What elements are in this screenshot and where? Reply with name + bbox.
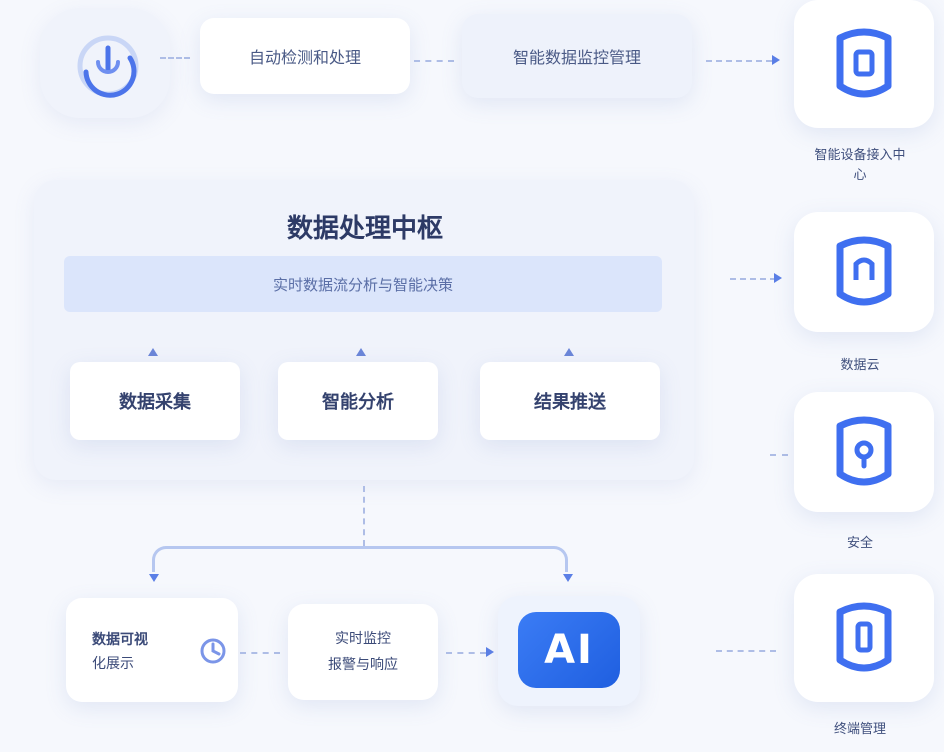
connector-arrow xyxy=(149,574,159,582)
module-box: 结果推送 xyxy=(480,362,660,440)
connector-line xyxy=(363,486,365,546)
top-step2-label: 智能数据监控管理 xyxy=(512,48,641,67)
center-panel-title: 数据处理中枢 xyxy=(286,214,443,244)
module-label: 数据采集 xyxy=(119,392,191,413)
connector-line xyxy=(414,60,454,62)
connector-line xyxy=(160,57,190,59)
module-label: 智能分析 xyxy=(322,392,394,413)
connector-arrow xyxy=(774,273,782,283)
bottom-node-1: 数据可视 化展示 xyxy=(66,598,238,702)
center-banner-text: 实时数据流分析与智能决策 xyxy=(272,275,453,294)
shield-icon xyxy=(836,28,892,98)
connector-arrow xyxy=(356,348,366,356)
ai-badge-text: AI xyxy=(544,627,594,673)
label-line: 实时监控 xyxy=(335,631,391,647)
module-box: 智能分析 xyxy=(278,362,438,440)
connector-line xyxy=(152,546,568,572)
top-start-node xyxy=(40,8,170,118)
connector-line xyxy=(730,278,776,280)
side-caption: 安全 xyxy=(846,536,873,551)
cloud-shield-icon xyxy=(836,236,892,306)
connector-arrow xyxy=(564,348,574,356)
device-shield-icon xyxy=(836,602,892,672)
side-caption: 智能设备接入中心 xyxy=(814,148,906,183)
connector-arrow xyxy=(772,55,780,65)
side-node xyxy=(794,212,934,332)
bottom-node-2: 实时监控 报警与响应 xyxy=(288,604,438,700)
side-node xyxy=(794,574,934,702)
fingerprint-icon xyxy=(77,35,139,98)
connector-arrow xyxy=(148,348,158,356)
ai-node: AI xyxy=(498,596,640,706)
connector-line xyxy=(770,454,788,456)
connector-line xyxy=(446,652,486,654)
lock-shield-icon xyxy=(836,416,892,486)
center-banner: 实时数据流分析与智能决策 xyxy=(64,256,662,312)
label-line: 数据可视 xyxy=(92,632,148,648)
bottom-node-2-label: 实时监控 报警与响应 xyxy=(288,626,438,678)
top-step1-box: 自动检测和处理 xyxy=(200,18,410,94)
bottom-node-1-label: 数据可视 化展示 xyxy=(92,628,148,676)
connector-line xyxy=(706,60,772,62)
side-node xyxy=(794,392,934,512)
side-caption: 终端管理 xyxy=(833,722,886,737)
side-node xyxy=(794,0,934,128)
connector-arrow xyxy=(486,647,494,657)
label-line: 化展示 xyxy=(92,656,134,672)
connector-arrow xyxy=(563,574,573,582)
module-label: 结果推送 xyxy=(534,392,606,413)
label-line: 报警与响应 xyxy=(328,657,398,673)
top-step2-box: 智能数据监控管理 xyxy=(462,14,692,98)
connector-line xyxy=(716,650,776,652)
ai-badge: AI xyxy=(518,612,620,688)
module-box: 数据采集 xyxy=(70,362,240,440)
chart-icon xyxy=(200,638,226,664)
side-caption: 数据云 xyxy=(840,358,880,373)
top-step1-label: 自动检测和处理 xyxy=(248,48,361,67)
connector-line xyxy=(240,652,280,654)
